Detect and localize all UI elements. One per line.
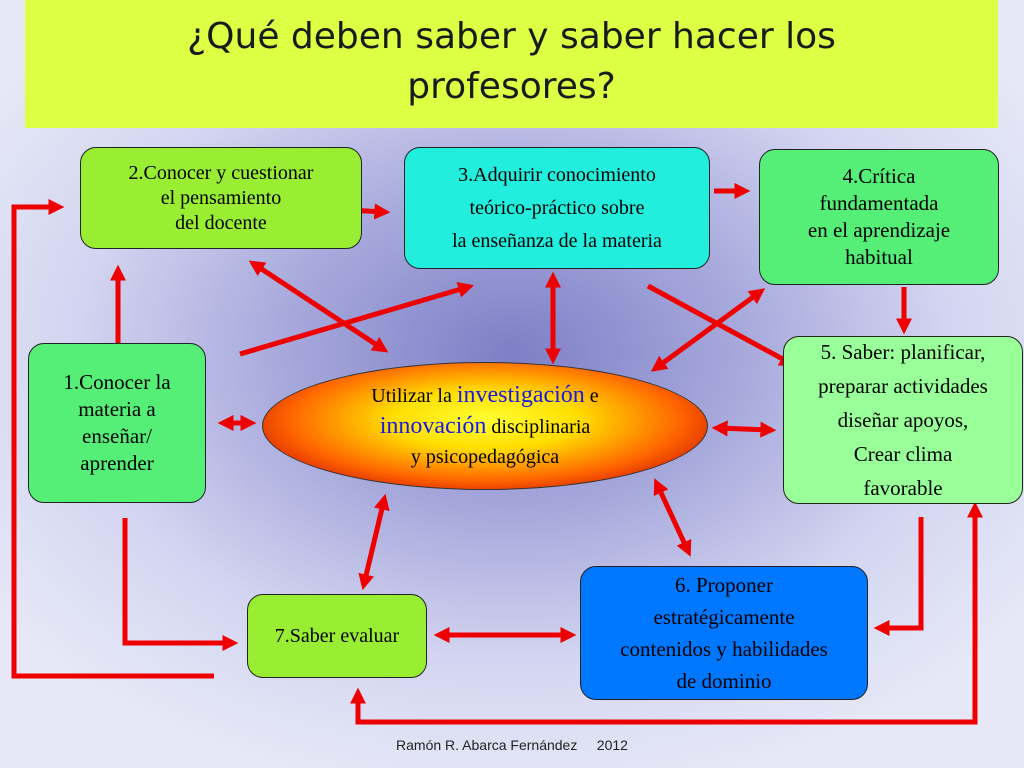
arrow-1-to-7	[122, 518, 239, 652]
arrow-center-6	[653, 478, 692, 557]
title-bar: ¿Qué deben saber y saber hacer los profe…	[25, 0, 998, 128]
center-ellipse: Utilizar la investigación e innovación d…	[262, 362, 708, 490]
arrow-4-center	[650, 288, 766, 372]
arrow-2-center	[248, 260, 389, 353]
highlight-innovacion: innovación	[379, 413, 487, 439]
arrow-bottom-loop-to-7	[349, 501, 984, 725]
arrow-center-7	[358, 493, 390, 591]
node-5-saber-planificar: 5. Saber: planificar, preparar actividad…	[783, 336, 1023, 504]
node-1-conocer-materia: 1.Conocer la materia a enseñar/ aprender	[28, 343, 206, 503]
arrow-to-3-diagonal	[239, 282, 475, 357]
arrow-5-to-6	[873, 517, 924, 637]
node-4-critica: 4.Crítica fundamentada en el aprendizaje…	[759, 149, 999, 285]
node-2-conocer-cuestionar: 2.Conocer y cuestionar el pensamiento de…	[80, 147, 362, 249]
highlight-investigacion: investigación	[456, 382, 585, 408]
node-7-saber-evaluar: 7.Saber evaluar	[247, 594, 427, 678]
center-line-3: y psicopedagógica	[410, 446, 560, 468]
footer-credit: Ramón R. Abarca Fernández 2012	[396, 737, 628, 753]
node-3-adquirir-conocimiento: 3.Adquirir conocimiento teórico-práctico…	[404, 147, 710, 269]
center-line-1: Utilizar la investigación e	[371, 382, 599, 408]
slide-title: ¿Qué deben saber y saber hacer los profe…	[187, 16, 836, 107]
arrow-center-5	[711, 420, 777, 438]
node-6-proponer: 6. Proponer estratégicamente contenidos …	[580, 566, 868, 700]
arrow-left-loop-to-2	[11, 198, 214, 679]
center-line-2: innovación disciplinaria	[379, 413, 591, 439]
